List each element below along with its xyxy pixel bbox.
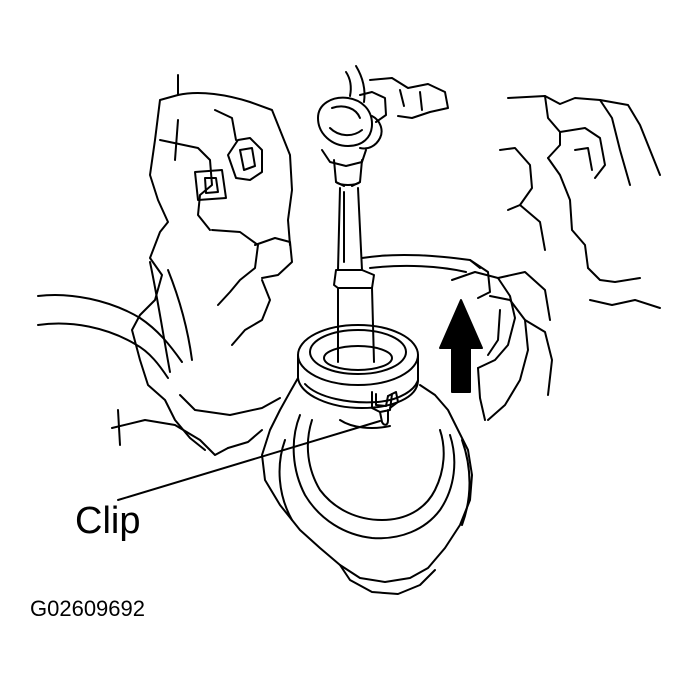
universal-joint (317, 65, 449, 167)
steering-shaft (333, 159, 375, 363)
cross-hose (361, 253, 491, 299)
lower-left-bracket (111, 394, 281, 456)
right-bracket (451, 271, 553, 421)
dust-boot (261, 324, 473, 595)
up-arrow-icon (439, 299, 483, 393)
left-chassis-outline (131, 74, 293, 451)
clip-leader-line (117, 420, 381, 501)
clip-callout-label: Clip (75, 500, 141, 542)
left-hose (37, 261, 193, 379)
figure-code: G02609692 (30, 596, 145, 621)
clip-part (371, 391, 399, 426)
right-chassis-outline (499, 95, 661, 309)
